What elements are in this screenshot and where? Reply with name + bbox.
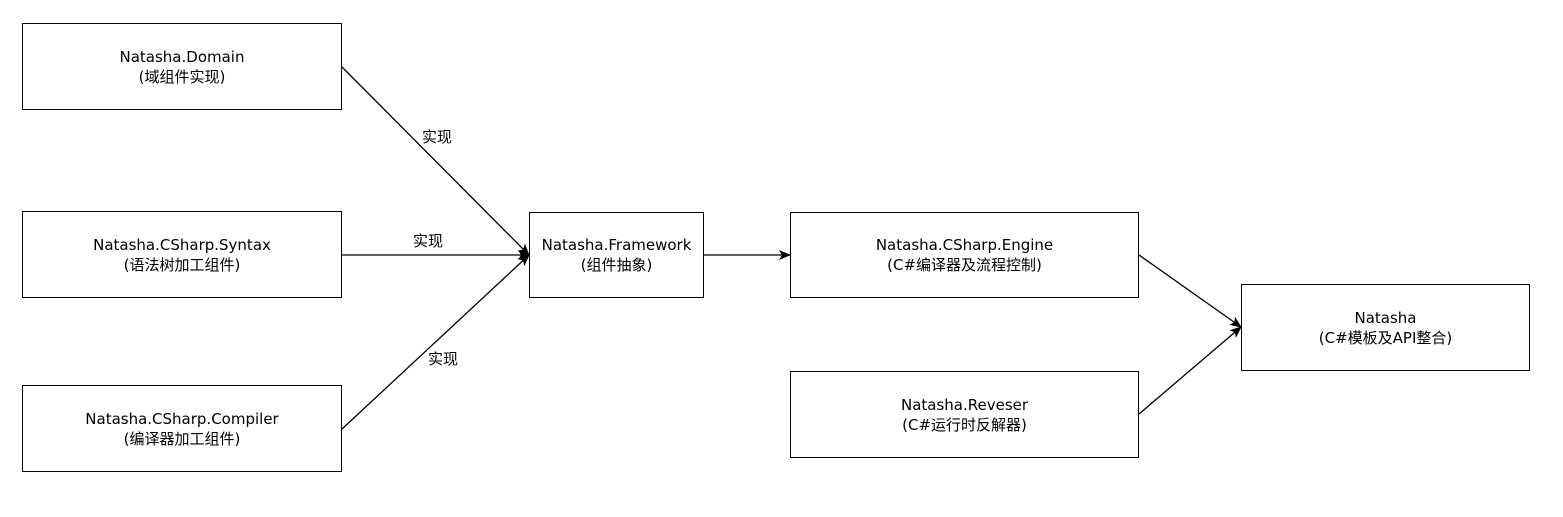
node-title: Natasha.Reveser — [900, 395, 1029, 414]
edge-compiler-to-framework — [341, 254, 530, 430]
edge-label-syntax-framework: 实现 — [412, 232, 445, 250]
node-subtitle: (域组件实现) — [138, 67, 226, 86]
node-title: Natasha.Domain — [119, 47, 245, 66]
node-natasha-framework: Natasha.Framework (组件抽象) — [529, 212, 704, 298]
node-subtitle: (编译器加工组件) — [123, 429, 241, 448]
edge-label-compiler-framework: 实现 — [427, 350, 460, 368]
edge-label-domain-framework: 实现 — [421, 128, 454, 146]
node-natasha: Natasha (C#模板及API整合) — [1241, 284, 1530, 371]
node-title: Natasha — [1354, 308, 1417, 327]
node-title: Natasha.CSharp.Compiler — [85, 409, 279, 428]
edge-engine-to-natasha — [1138, 254, 1242, 328]
node-natasha-reveser: Natasha.Reveser (C#运行时反解器) — [790, 371, 1139, 458]
node-natasha-csharp-syntax: Natasha.CSharp.Syntax (语法树加工组件) — [22, 211, 342, 298]
node-natasha-csharp-compiler: Natasha.CSharp.Compiler (编译器加工组件) — [22, 385, 342, 472]
edge-domain-to-framework — [341, 66, 530, 256]
node-title: Natasha.CSharp.Syntax — [93, 235, 271, 254]
node-title: Natasha.CSharp.Engine — [875, 236, 1054, 254]
node-natasha-csharp-engine: Natasha.CSharp.Engine (C#编译器及流程控制) — [790, 212, 1139, 298]
node-subtitle: (C#运行时反解器) — [902, 415, 1027, 434]
edge-reveser-to-natasha — [1138, 326, 1242, 415]
node-title: Natasha.Framework — [541, 236, 692, 254]
node-subtitle: (组件抽象) — [580, 256, 653, 274]
node-natasha-domain: Natasha.Domain (域组件实现) — [22, 23, 342, 110]
node-subtitle: (C#编译器及流程控制) — [887, 256, 1042, 274]
node-subtitle: (C#模板及API整合) — [1318, 328, 1453, 347]
node-subtitle: (语法树加工组件) — [123, 255, 241, 274]
